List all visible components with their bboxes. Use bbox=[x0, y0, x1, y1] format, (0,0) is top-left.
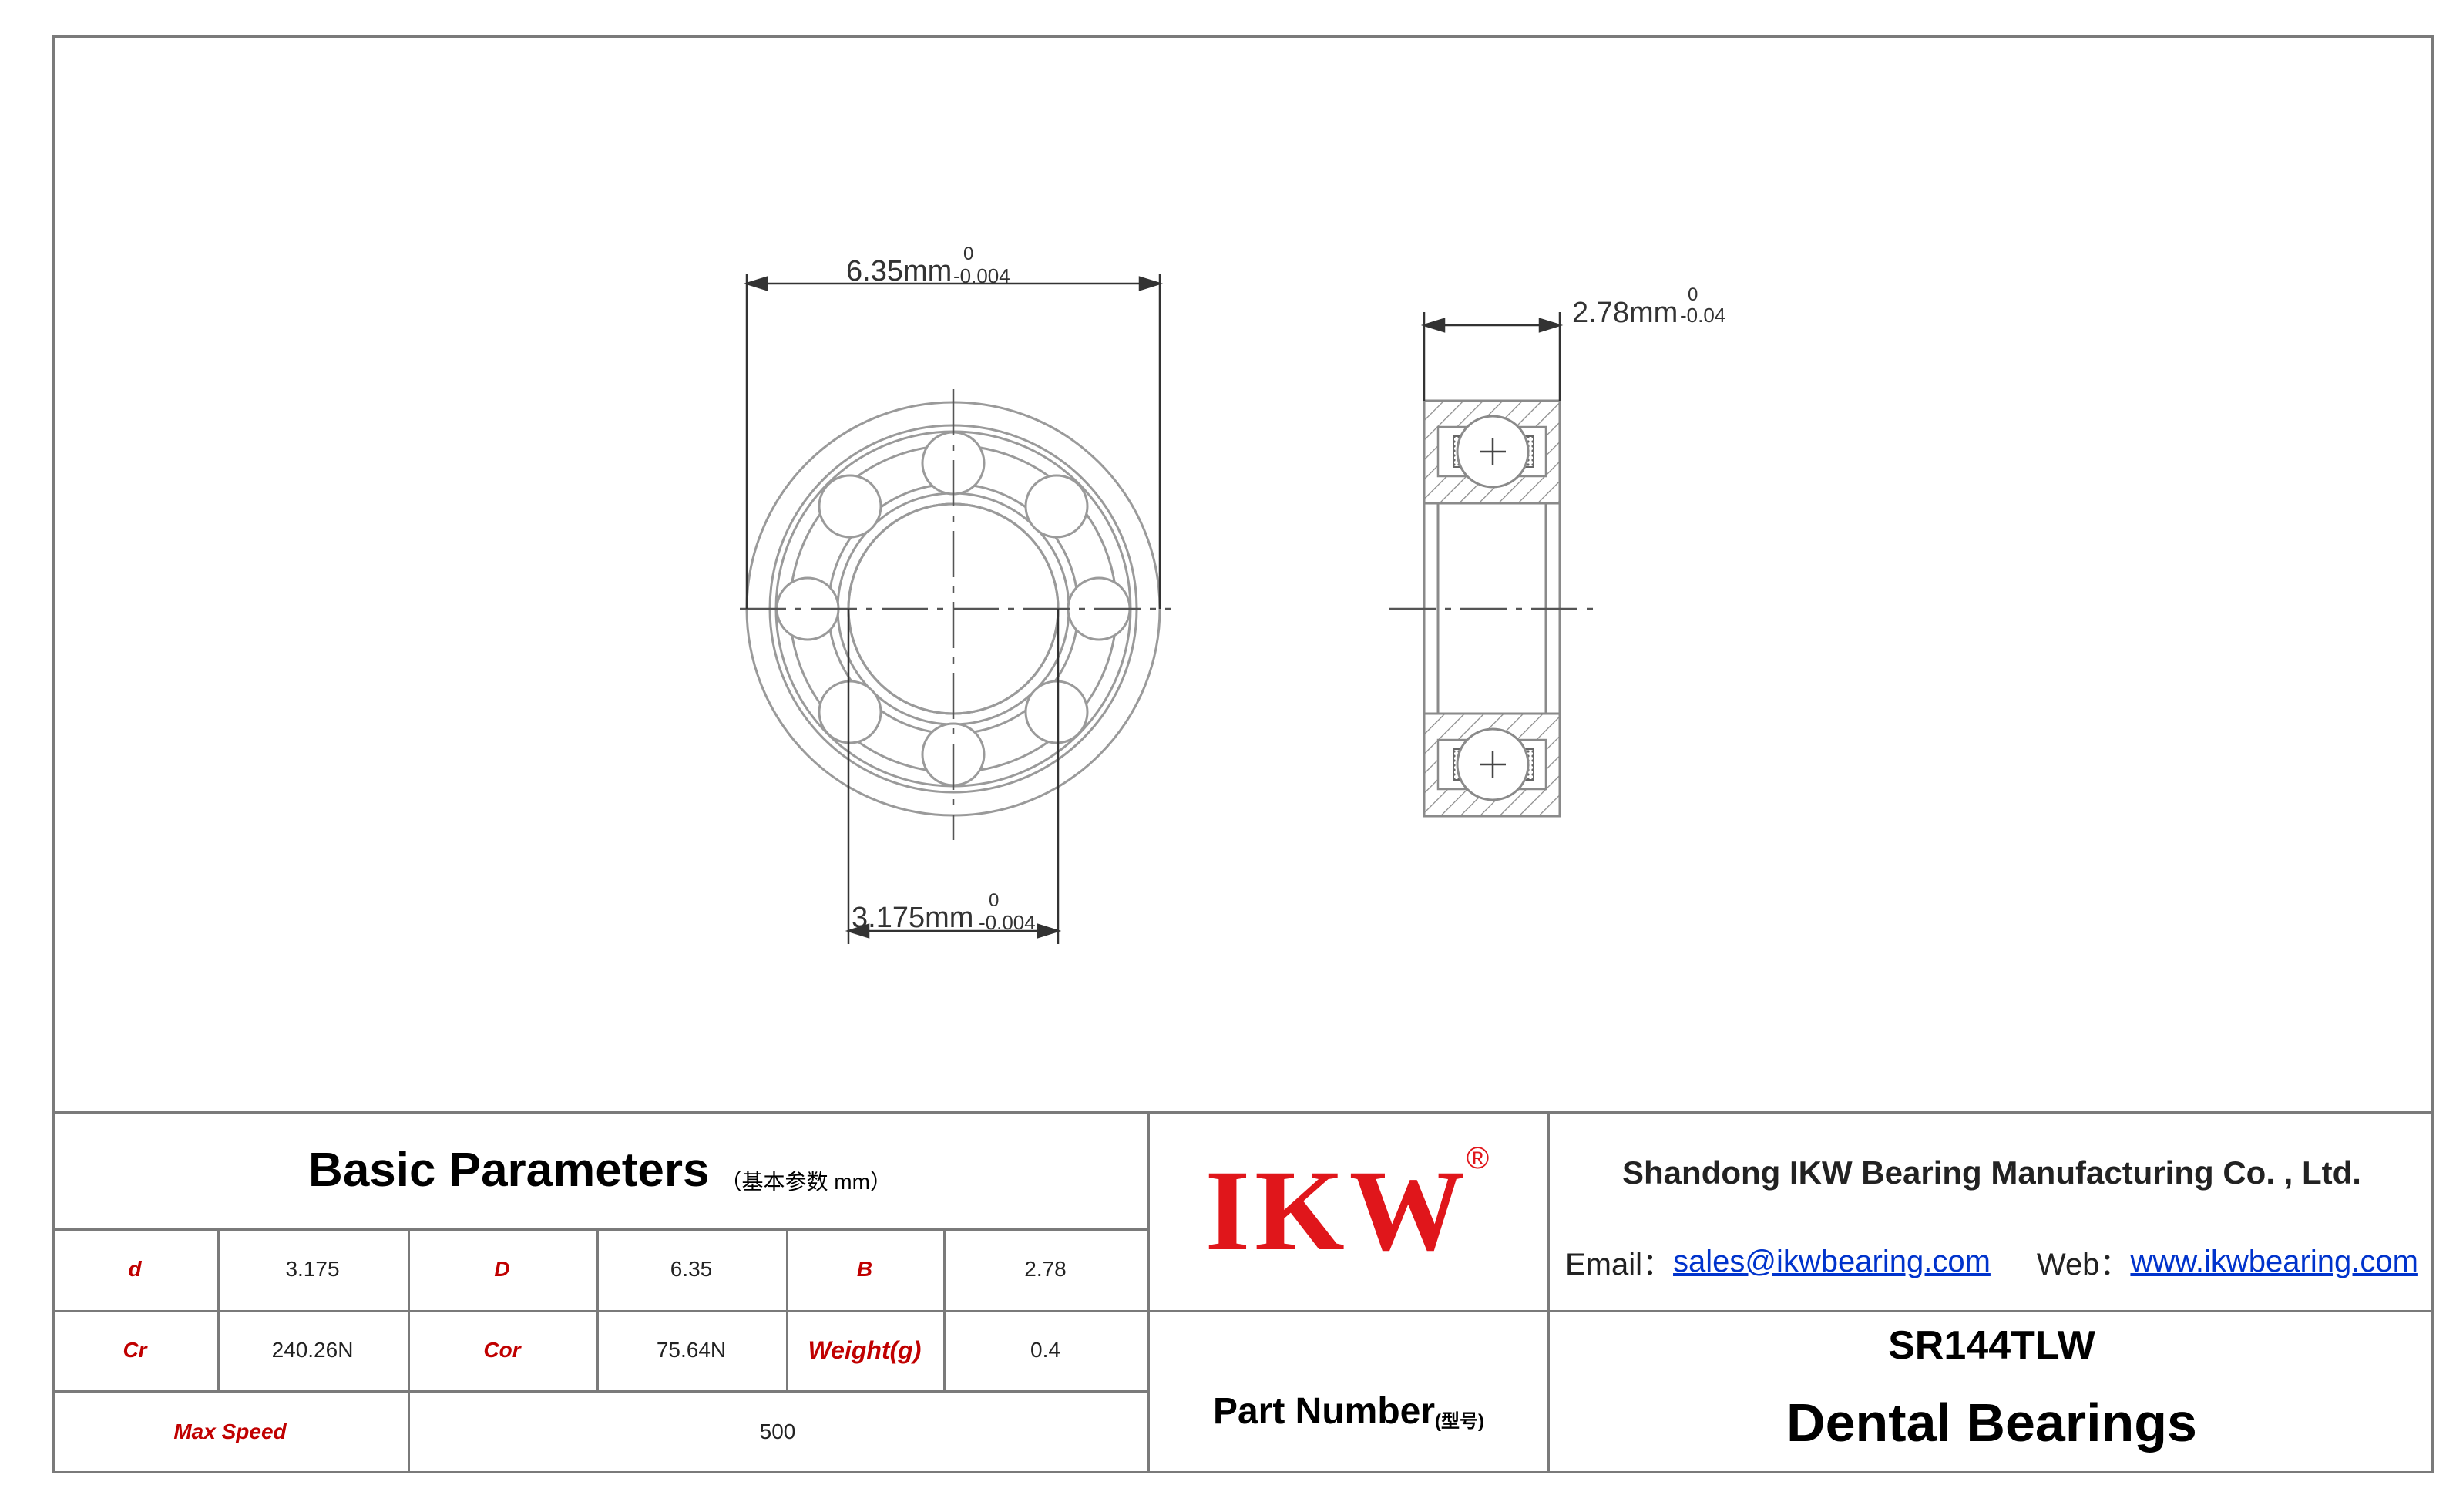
basic-parameters-unit: （基本参数 mm） bbox=[720, 1170, 892, 1194]
dim-outer-tol-upper: 0 bbox=[963, 244, 973, 264]
param-label-B: B bbox=[856, 1257, 873, 1281]
basic-parameters-header: Basic Parameters （基本参数 mm） bbox=[52, 1111, 1147, 1228]
product-category: Dental Bearings bbox=[1786, 1393, 2197, 1453]
part-number-value: SR144TLW bbox=[1888, 1323, 2095, 1368]
param-value-Cr: 240.26N bbox=[271, 1338, 354, 1362]
dim-outer-tol-lower: -0.004 bbox=[953, 264, 1010, 287]
param-value-Cor: 75.64N bbox=[656, 1338, 727, 1362]
part-number-label-sub: (型号) bbox=[1435, 1410, 1485, 1432]
dim-width-value: 2.78mm bbox=[1572, 297, 1678, 329]
dim-inner-value: 3.175mm bbox=[852, 902, 973, 934]
param-label-weight: Weight(g) bbox=[808, 1336, 922, 1364]
dim-width-tol-upper: 0 bbox=[1688, 284, 1698, 305]
param-label-Cr: Cr bbox=[123, 1338, 147, 1362]
dim-width-tol-lower: -0.04 bbox=[1680, 304, 1725, 327]
drawing-frame bbox=[52, 35, 2434, 1473]
param-value-weight: 0.4 bbox=[1030, 1338, 1060, 1362]
web-link[interactable]: www.ikwbearing.com bbox=[2130, 1244, 2418, 1278]
param-label-Cor: Cor bbox=[483, 1338, 521, 1362]
ikw-logo-text: IKW bbox=[1205, 1147, 1470, 1275]
bearing-drawing: 6.35mm 0 -0.004 3.175mm 0 -0.004 bbox=[740, 244, 1725, 944]
dim-width bbox=[1420, 312, 1564, 401]
email-link[interactable]: sales@ikwbearing.com bbox=[1673, 1244, 1991, 1278]
param-value-max-speed: 500 bbox=[759, 1420, 796, 1443]
dim-inner-diameter bbox=[845, 609, 1062, 944]
front-view bbox=[740, 389, 1171, 840]
dim-inner-tol-upper: 0 bbox=[989, 890, 999, 911]
email-label: Email： bbox=[1565, 1248, 1674, 1282]
web-label: Web： bbox=[2036, 1248, 2131, 1282]
dim-outer-diameter bbox=[743, 274, 1164, 609]
company-name: Shandong IKW Bearing Manufacturing Co. ,… bbox=[1622, 1154, 2361, 1191]
title-block: Basic Parameters （基本参数 mm） d 3.175 D 6.3… bbox=[52, 1111, 2434, 1473]
param-value-D: 6.35 bbox=[670, 1257, 713, 1281]
param-value-B: 2.78 bbox=[1024, 1257, 1067, 1281]
dim-outer-value: 6.35mm bbox=[846, 255, 952, 287]
param-label-max-speed: Max Speed bbox=[173, 1420, 287, 1443]
param-label-d: d bbox=[128, 1257, 142, 1281]
param-value-d: 3.175 bbox=[285, 1257, 340, 1281]
param-label-D: D bbox=[494, 1257, 510, 1281]
dim-inner-tol-lower: -0.004 bbox=[979, 911, 1036, 934]
side-view bbox=[1389, 399, 1599, 818]
part-number-label: Part Number bbox=[1212, 1390, 1436, 1432]
registered-mark: ® bbox=[1466, 1141, 1490, 1175]
basic-parameters-title: Basic Parameters bbox=[308, 1143, 710, 1197]
ikw-logo: IKW ® bbox=[1150, 1111, 1547, 1310]
contact-line: Email： sales@ikwbearing.com Web： www.ikw… bbox=[1550, 1227, 2434, 1296]
part-number-label-cell: Part Number (型号) bbox=[1150, 1310, 1547, 1473]
